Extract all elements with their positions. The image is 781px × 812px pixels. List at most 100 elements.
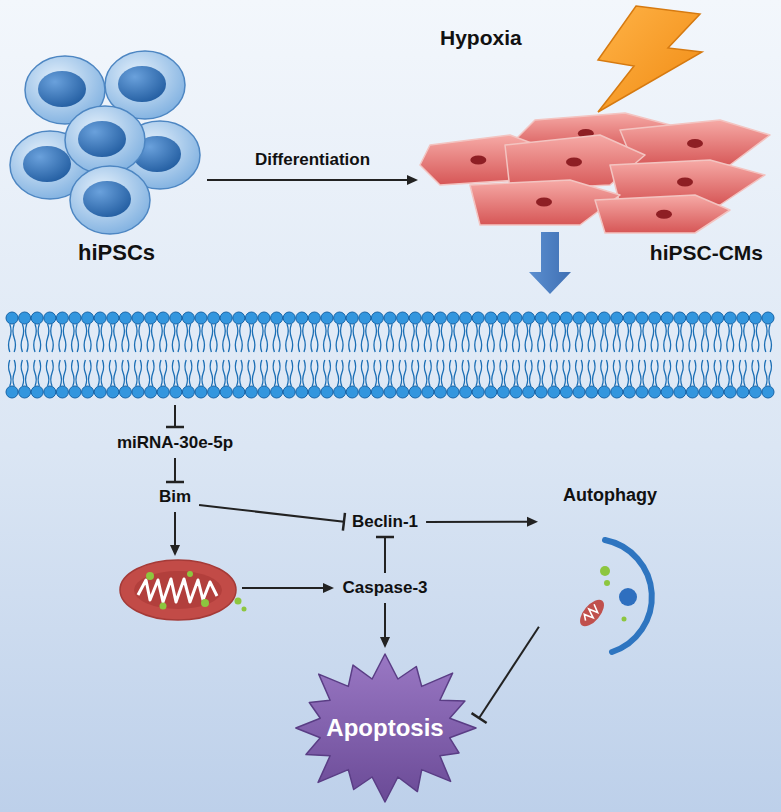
lipid-head [208,312,220,324]
lipid-tail [76,324,79,352]
lipid-tail [185,360,188,386]
lipid-head [523,386,535,398]
lipid-tail [349,360,352,386]
lipid-tail [341,324,344,352]
lipid-tail [702,324,705,352]
lipid-head [699,312,711,324]
lipid-tail [756,324,759,352]
lipid-head [460,386,472,398]
lipid-head [44,386,56,398]
lipid-head [107,312,119,324]
lipid-head [409,386,421,398]
lipid-tail [366,360,369,386]
lipid-tail [240,360,243,386]
lipid-tail [580,360,583,386]
lipid-tail [429,360,432,386]
lipid-tail [109,324,112,352]
lipid-head [31,312,43,324]
lipid-tail [101,324,104,352]
lipid-head [384,386,396,398]
cardiomyocyte-cluster: hiPSC-CMs [420,105,775,265]
lipid-tail [651,324,654,352]
node-text: hiPSCs [78,240,155,266]
lipid-head [535,386,547,398]
lipid-tail [114,360,117,386]
mitochondrion [120,560,247,620]
activation-connector [426,521,529,523]
lipid-tail [126,324,129,352]
lipid-tail [177,324,180,352]
lipid-tail [424,324,427,352]
engulfed-mitochondrion [576,596,609,631]
lipid-tail [567,324,570,352]
lipid-tail [227,360,230,386]
lipid-tail [769,360,772,386]
lipid-tail [248,360,251,386]
lipid-tail [223,360,226,386]
lipid-head [523,312,535,324]
lipid-head [296,386,308,398]
lipid-tail [235,360,238,386]
lipid-tail [265,324,268,352]
lipid-tail [328,360,331,386]
lipid-head [170,386,182,398]
lipid-tail [693,360,696,386]
lipid-tail [135,360,138,386]
lipid-tail [391,360,394,386]
lipid-head [649,312,661,324]
lipid-tail [681,324,684,352]
lipid-tail [500,360,503,386]
lipid-tail [538,324,541,352]
lipid-tail [84,324,87,352]
lipid-head [69,386,81,398]
lipid-tail [177,360,180,386]
lipid-tail [147,360,150,386]
lipid-tail [387,324,390,352]
lipid-tail [315,360,318,386]
lipid-tail [26,360,29,386]
lipid-tail [341,360,344,386]
lipid-head [220,386,232,398]
node-text: Beclin-1 [352,512,418,532]
lipid-head [573,386,585,398]
lipid-tail [563,360,566,386]
lipid-tail [752,324,755,352]
lipid-head [6,386,18,398]
lipid-tail [714,324,717,352]
lipid-head [510,386,522,398]
lipid-tail [139,324,142,352]
lipid-head [724,312,736,324]
lipid-head [674,312,686,324]
lipid-tail [618,360,621,386]
protein-label: Beclin-1 [346,509,424,535]
lipid-tail [51,324,54,352]
lipid-tail [689,360,692,386]
lipid-tail [26,324,29,352]
node-text: Autophagy [540,485,680,506]
lipid-head [623,312,635,324]
lipid-tail [387,360,390,386]
lipid-tail [412,360,415,386]
lipid-head [598,312,610,324]
lipid-tail [215,360,218,386]
lipid-tail [576,324,579,352]
inhibition-connector [384,537,386,573]
lipid-tail [462,360,465,386]
lipid-tail [353,324,356,352]
lipid-tail [731,324,734,352]
lipid-head [724,386,736,398]
lipid-head [397,312,409,324]
lipid-tail [744,324,747,352]
lipid-tail [349,324,352,352]
lipid-tail [492,360,495,386]
lipid-tail [97,360,100,386]
vesicle [619,588,637,606]
lipid-tail [542,324,545,352]
lipid-head [712,386,724,398]
cargo-dot [622,617,627,622]
lipid-tail [454,324,457,352]
lipid-head [346,312,358,324]
lipid-tail [210,360,213,386]
lipid-head [611,386,623,398]
lipid-tail [286,360,289,386]
